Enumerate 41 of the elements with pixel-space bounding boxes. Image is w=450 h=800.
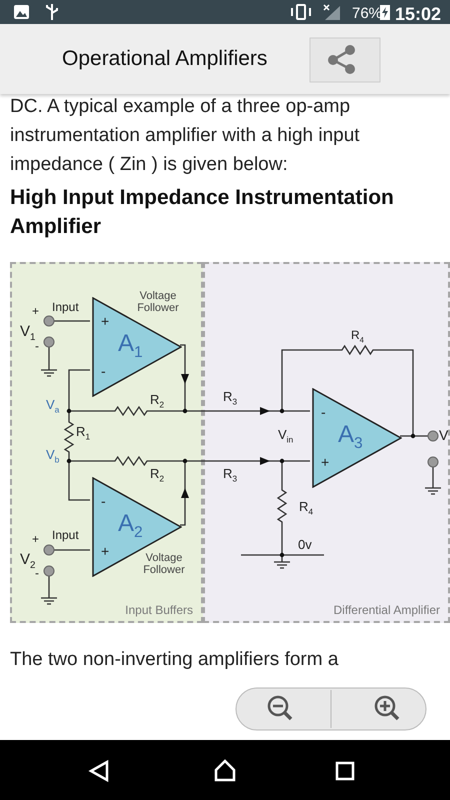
circuit-label: R$_{2}$ xyxy=(150,393,164,410)
section-heading: High Input Impedance Instrumentation Amplifier xyxy=(10,185,395,240)
input-sign: - xyxy=(321,405,326,419)
circuit-label: V$_{1}$ xyxy=(20,324,36,344)
circuit-label: - xyxy=(35,567,39,580)
circuit-label: + xyxy=(32,305,40,318)
panel-caption: Input Buffers xyxy=(125,603,193,617)
status-text: 15:02 xyxy=(395,3,442,25)
input-sign: + xyxy=(101,544,110,558)
circuit-label: V xyxy=(439,428,448,444)
circuit-label: V$_{2}$ xyxy=(20,552,36,572)
circuit-label: R$_{4}$ xyxy=(351,329,364,345)
circuit-label: R$_{2}$ xyxy=(150,467,164,484)
panel-caption: Differential Amplifier xyxy=(334,603,440,617)
paragraph: DC. A typical example of a three op-amp instrumentation amplifier with a high input impedance ( Zin ) is given below: xyxy=(10,95,361,177)
circuit-label: - xyxy=(35,340,39,354)
app-title: Operational Amplifiers xyxy=(62,46,268,71)
circuit-label: V$_{in}$ xyxy=(278,428,294,445)
op-amp-symbol xyxy=(312,388,402,488)
circuit-label: 0v xyxy=(298,538,312,552)
op-amp-name: A$_{2}$ xyxy=(118,510,143,543)
circuit-label: Input xyxy=(52,529,79,542)
dashed-panel xyxy=(203,262,450,623)
input-sign: - xyxy=(101,494,106,508)
input-sign: + xyxy=(101,314,110,328)
input-sign: - xyxy=(101,364,106,378)
circuit-label: Voltage Follower xyxy=(136,290,180,314)
input-sign: + xyxy=(321,455,330,469)
circuit-label: R$_{3}$ xyxy=(223,467,238,484)
circuit-label: V$_{a}$ xyxy=(46,398,60,415)
circuit-label: V$_{b}$ xyxy=(46,448,60,465)
circuit-label: Input xyxy=(52,301,79,314)
circuit-label: + xyxy=(32,533,40,546)
circuit-label: R$_{3}$ xyxy=(223,390,238,407)
circuit-label: Voltage Follower xyxy=(142,552,186,576)
op-amp-name: A$_{3}$ xyxy=(338,421,363,454)
circuit-label: R$_{1}$ xyxy=(76,425,90,442)
dashed-panel xyxy=(10,262,203,623)
circuit-label: R$_{4}$ xyxy=(299,500,314,517)
paragraph: The two non-inverting amplifiers form a xyxy=(10,648,338,671)
op-amp-name: A$_{1}$ xyxy=(118,330,143,363)
